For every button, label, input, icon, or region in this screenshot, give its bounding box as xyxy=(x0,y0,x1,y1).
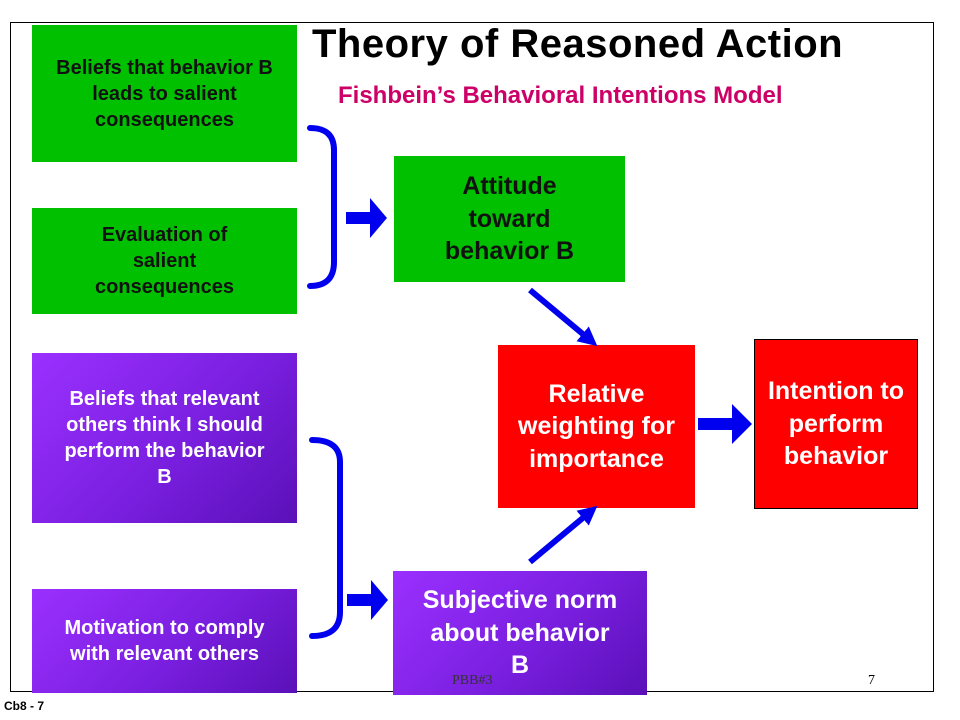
page-number: 7 xyxy=(868,673,875,688)
arrow-to-intention xyxy=(698,404,752,444)
box-motivation-label: Motivation to comply with relevant other… xyxy=(64,617,265,665)
box-evaluation-label: Evaluation of salient consequences xyxy=(95,224,234,298)
arrow-to-subjective-norm xyxy=(347,580,388,620)
box-intention: Intention to perform behavior xyxy=(754,339,918,509)
page-subtitle: Fishbein’s Behavioral Intentions Model xyxy=(338,82,783,109)
box-subjective-norm-label: Subjective norm about behavior B xyxy=(422,586,618,680)
arrow-to-attitude xyxy=(346,198,387,238)
box-subjective-norm: Subjective norm about behavior B xyxy=(393,571,647,695)
brace-top xyxy=(307,125,337,289)
brace-bottom xyxy=(309,437,343,639)
arrow-attitude-to-weighting xyxy=(528,287,598,347)
box-beliefs-others-label: Beliefs that relevant others think I sho… xyxy=(64,388,265,488)
box-beliefs-consequences: Beliefs that behavior B leads to salient… xyxy=(32,25,297,162)
slide-id: Cb8 - 7 xyxy=(4,699,45,713)
box-intention-label: Intention to perform behavior xyxy=(767,377,905,471)
box-attitude-label: Attitude toward behavior B xyxy=(444,172,575,266)
box-relative-weighting-label: Relative weighting for importance xyxy=(518,379,675,473)
arrow-norm-to-weighting xyxy=(528,505,598,565)
box-motivation: Motivation to comply with relevant other… xyxy=(32,589,297,693)
box-evaluation: Evaluation of salient consequences xyxy=(32,208,297,314)
box-attitude: Attitude toward behavior B xyxy=(394,156,625,282)
page-title: Theory of Reasoned Action xyxy=(312,22,844,66)
box-relative-weighting: Relative weighting for importance xyxy=(498,345,695,508)
box-beliefs-consequences-label: Beliefs that behavior B leads to salient… xyxy=(56,56,273,131)
footer-center-label: PBB#3 xyxy=(452,673,493,688)
box-beliefs-others: Beliefs that relevant others think I sho… xyxy=(32,353,297,523)
